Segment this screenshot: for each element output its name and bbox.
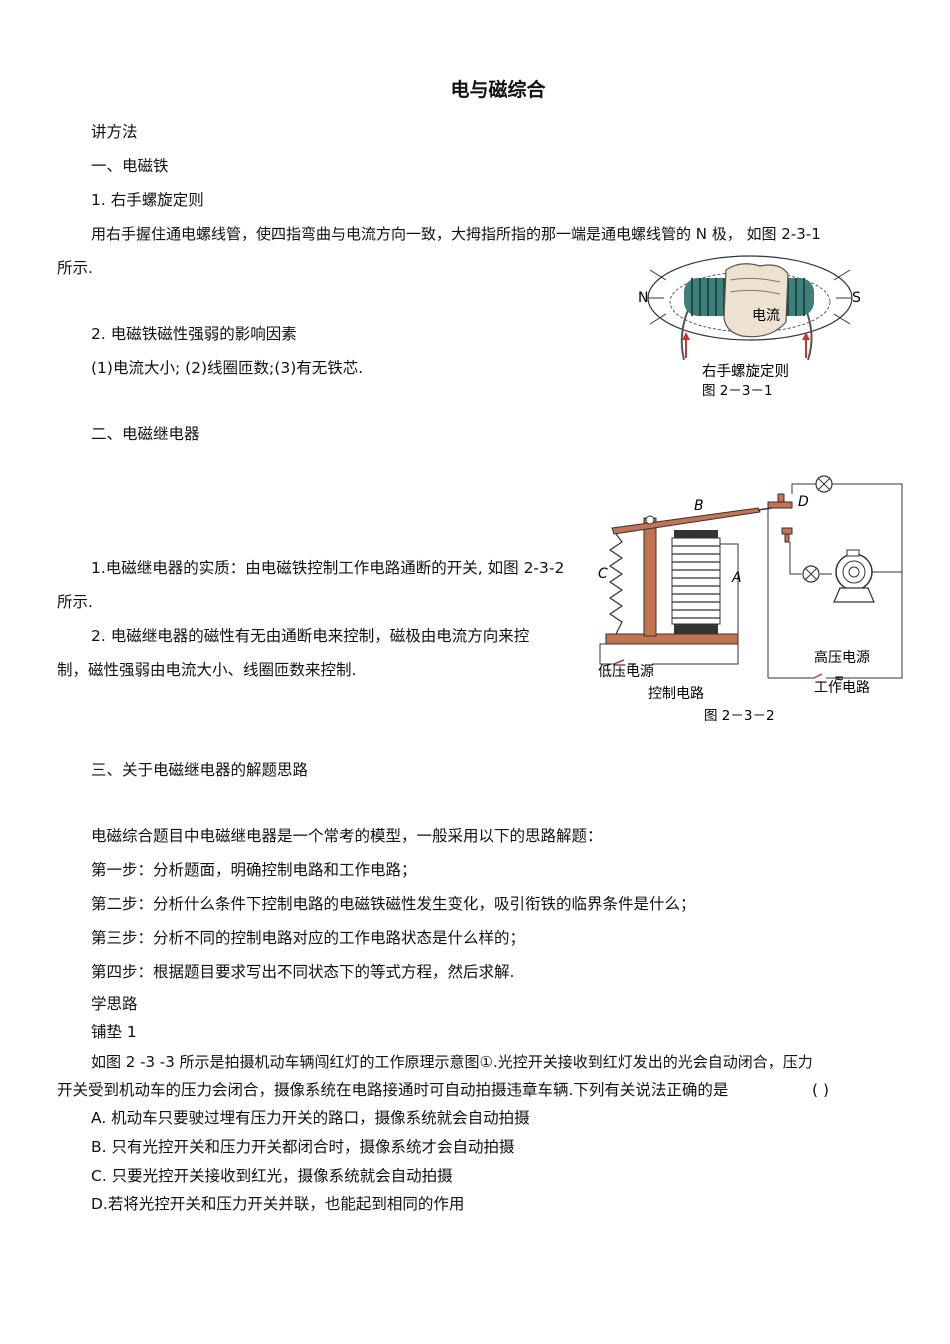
section2-para2-line1: 2. 电磁继电器的磁性有无由通断电来控制，磁极由电流方向来控 xyxy=(91,627,530,645)
section2-heading: 二、电磁继电器 xyxy=(91,425,200,443)
option-c: C. 只要光控开关接收到红光，摄像系统就会自动拍摄 xyxy=(91,1167,453,1185)
section3-heading: 三、关于电磁继电器的解题思路 xyxy=(91,761,309,779)
section1-sub2: 2. 电磁铁磁性强弱的影响因素 xyxy=(91,325,297,343)
figure1-s-label: S xyxy=(852,290,861,306)
section3-intro: 电磁综合题目中电磁继电器是一个常考的模型，一般采用以下的思路解题： xyxy=(91,827,603,845)
figure2-label-a: A xyxy=(731,570,742,586)
option-a: A. 机动车只要驶过埋有压力开关的路口，摄像系统就会自动拍摄 xyxy=(91,1109,530,1127)
figure2-caption-number: 图 2－3－2 xyxy=(704,708,775,724)
section1-para1-line2: 所示. xyxy=(57,259,93,277)
figure2-ac-symbol: ≂ xyxy=(834,671,844,685)
study-heading: 学思路 xyxy=(91,995,138,1013)
page-title: 电与磁综合 xyxy=(450,79,546,101)
section3-step-3: 第三步：分析不同的控制电路对应的工作电路状态是什么样的； xyxy=(91,929,526,947)
figure-relay-diagram: A B C D 低压电源 控制电路 高压电源 ≂ 工作电路 图 2－3－2 xyxy=(598,475,903,724)
question-answer-paren: ( ) xyxy=(812,1081,830,1099)
section3-step-1: 第一步：分析题面，明确控制电路和工作电路； xyxy=(91,861,417,879)
section2-para1-line1: 1.电磁继电器的实质：由电磁铁控制工作电路通断的开关, 如图 2-3-2 xyxy=(91,559,565,577)
section3-step-2: 第二步：分析什么条件下控制电路的电磁铁磁性发生变化，吸引衔铁的临界条件是什么； xyxy=(91,895,696,913)
option-b: B. 只有光控开关和压力开关都闭合时，摄像系统才会自动拍摄 xyxy=(91,1138,515,1156)
study-subheading: 铺垫 1 xyxy=(91,1023,137,1041)
figure1-current-label: 电流 xyxy=(752,308,780,324)
figure2-control-circuit-label: 控制电路 xyxy=(648,686,704,702)
question-line2: 开关受到机动车的压力会闭合，摄像系统在电路接通时可自动拍摄违章车辆.下列有关说法… xyxy=(57,1081,729,1099)
figure2-high-voltage-label: 高压电源 xyxy=(814,649,870,666)
question-line1: 如图 2 -3 -3 所示是拍摄机动车辆闯红灯的工作原理示意图①.光控开关接收到… xyxy=(91,1053,813,1071)
figure2-work-circuit-label: 工作电路 xyxy=(814,680,870,696)
section1-heading: 一、电磁铁 xyxy=(91,157,169,175)
section1-para2: (1)电流大小; (2)线圈匝数;(3)有无铁芯. xyxy=(91,359,364,377)
figure1-caption-name: 右手螺旋定则 xyxy=(702,363,789,380)
section2-para1-line2: 所示. xyxy=(57,593,93,611)
figure2-label-b: B xyxy=(694,498,704,514)
figure-right-hand-rule: N S 电流 右手螺旋定则 图 2－3－1 xyxy=(638,255,861,399)
section1-para1-line1: 用右手握住通电螺线管，使四指弯曲与电流方向一致，大拇指所指的那一端是通电螺线管的… xyxy=(91,225,821,243)
figure2-low-voltage-label: 低压电源 xyxy=(598,664,654,680)
section2-para2-line2: 制，磁性强弱由电流大小、线圈匝数来控制. xyxy=(57,661,357,679)
section3-step-4: 第四步：根据题目要求写出不同状态下的等式方程，然后求解. xyxy=(91,963,515,981)
section-method-label: 讲方法 xyxy=(91,123,138,141)
section1-sub1: 1. 右手螺旋定则 xyxy=(91,191,204,209)
figure1-n-label: N xyxy=(638,290,648,306)
figure2-label-d: D xyxy=(798,494,809,510)
figure1-caption-number: 图 2－3－1 xyxy=(702,383,773,399)
option-d: D.若将光控开关和压力开关并联，也能起到相同的作用 xyxy=(91,1195,465,1213)
figure2-label-c: C xyxy=(598,566,608,582)
